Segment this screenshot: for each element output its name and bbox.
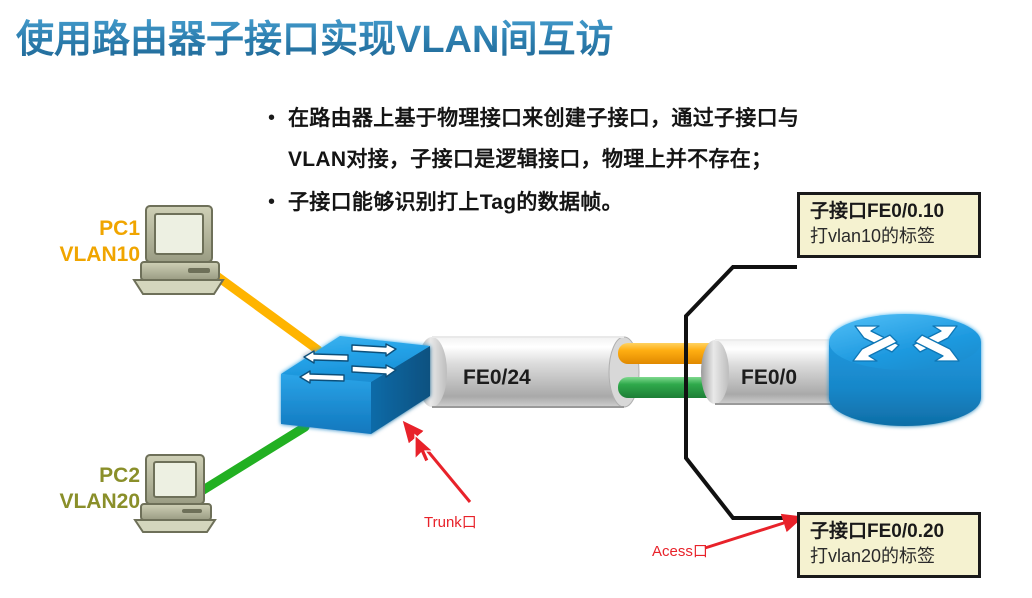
pc2-vlan: VLAN20 xyxy=(59,490,140,513)
computer-icon-pc2 xyxy=(133,454,217,533)
pc2-label: PC2 VLAN20 xyxy=(10,463,140,515)
acess-annotation-label: Acess口 xyxy=(652,543,708,560)
bullet-marker-icon: • xyxy=(268,191,276,213)
switch-icon xyxy=(281,336,430,434)
router-icon xyxy=(829,314,981,426)
callout-bottom-line1: 子接口FE0/0.20 xyxy=(810,521,945,542)
callout-subinterface-vlan20: 子接口FE0/0.20 打vlan20的标签 xyxy=(797,512,981,578)
trunk-annotation-label: Trunk口 xyxy=(424,514,477,531)
trunk-port-label: FE0/24 xyxy=(463,366,531,389)
pc1-name: PC1 xyxy=(99,217,140,240)
callout-bottom-line2: 打vlan20的标签 xyxy=(810,546,936,566)
callout-top-line1: 子接口FE0/0.10 xyxy=(810,201,945,222)
router-port-label: FE0/0 xyxy=(741,366,798,389)
mouse-cursor-icon xyxy=(414,433,435,463)
bullet-text-1: 在路由器上基于物理接口来创建子接口，通过子接口与VLAN对接，子接口是逻辑接口，… xyxy=(288,107,800,171)
callout-top-line2: 打vlan10的标签 xyxy=(810,226,936,246)
computer-icon-pc1 xyxy=(132,205,225,295)
page-title: 使用路由器子接口实现VLAN间互访 xyxy=(16,8,613,63)
pc1-vlan: VLAN10 xyxy=(59,243,140,266)
bullet-marker-icon: • xyxy=(268,107,276,129)
trunk-annotation-arrow xyxy=(402,420,472,503)
pc2-name: PC2 xyxy=(99,464,140,487)
bullet-text-2: 子接口能够识别打上Tag的数据帧。 xyxy=(288,191,623,214)
list-item: • 子接口能够识别打上Tag的数据帧。 xyxy=(262,182,842,223)
pc1-label: PC1 VLAN10 xyxy=(40,216,140,268)
list-item: • 在路由器上基于物理接口来创建子接口，通过子接口与VLAN对接，子接口是逻辑接… xyxy=(262,98,842,180)
callout-leader-lines xyxy=(684,265,797,520)
link-pc1-switch xyxy=(198,261,323,355)
subinterface-tubes xyxy=(618,343,730,398)
link-pc2-switch xyxy=(195,422,310,497)
callout-subinterface-vlan10: 子接口FE0/0.10 打vlan10的标签 xyxy=(797,192,981,258)
bullet-list: • 在路由器上基于物理接口来创建子接口，通过子接口与VLAN对接，子接口是逻辑接… xyxy=(262,98,842,225)
acess-annotation-arrow xyxy=(704,513,804,550)
